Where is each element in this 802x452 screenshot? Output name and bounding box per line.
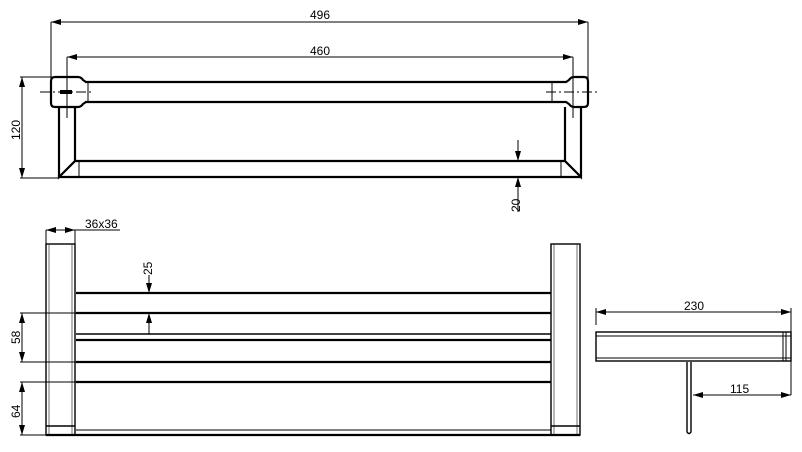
front-view: 36x36 25 58 64 — [9, 217, 581, 437]
dim-label-115: 115 — [730, 382, 749, 396]
dim-rail-gap: 25 — [141, 261, 155, 334]
dim-label-120: 120 — [9, 120, 23, 140]
dim-label-58: 58 — [9, 330, 23, 344]
dim-rail-thickness: 20 — [509, 140, 523, 212]
dim-label-36x36: 36x36 — [85, 217, 118, 231]
dim-overall-depth: 230 — [595, 299, 792, 395]
dim-post-section: 36x36 — [45, 217, 120, 244]
dim-center-distance: 460 — [66, 44, 574, 118]
dim-upper-height: 58 — [9, 312, 76, 363]
dim-label-20: 20 — [509, 198, 523, 212]
dim-label-230: 230 — [684, 299, 704, 313]
dim-overall-width: 496 — [50, 8, 589, 78]
dim-lower-height: 64 — [9, 381, 76, 436]
dim-label-64: 64 — [9, 404, 23, 418]
dim-label-460: 460 — [310, 44, 330, 58]
dim-depth: 120 — [9, 76, 58, 179]
dim-label-496: 496 — [310, 8, 330, 22]
side-view: 230 115 — [595, 299, 792, 435]
top-view: 496 460 120 — [9, 8, 598, 212]
dim-label-25: 25 — [141, 261, 155, 275]
dim-mount-offset: 115 — [693, 382, 791, 398]
